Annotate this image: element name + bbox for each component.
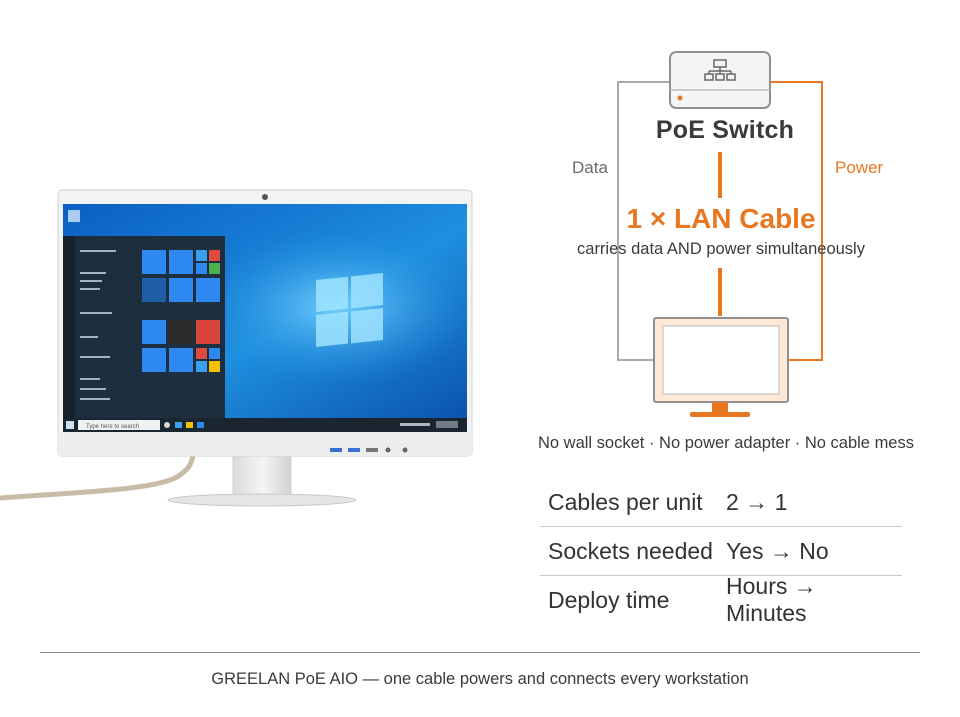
spec-row: Deploy time Hours → Minutes [540, 573, 902, 626]
webcam-icon [262, 194, 268, 200]
poe-switch-icon [669, 51, 771, 109]
switch-label: PoE Switch [655, 116, 795, 144]
recycle-bin-icon [68, 210, 80, 222]
monitor-icon [653, 317, 789, 417]
cable-caption: carries data AND power simultaneously [577, 240, 865, 258]
spec-label: Deploy time [548, 586, 670, 613]
lan-cable [0, 449, 197, 501]
spec-row: Sockets needed Yes → No [540, 527, 902, 576]
taskbar-search-input [78, 420, 160, 430]
start-tiles [142, 250, 220, 372]
usb-port-icon [348, 448, 360, 452]
taskbar-search-placeholder: Type here to search [86, 424, 139, 430]
spec-label: Sockets needed [548, 537, 713, 564]
usb-port-icon [330, 448, 342, 452]
monitor-chin [58, 432, 472, 456]
poe-diagram-graphic [617, 51, 823, 417]
footer-caption: GREELAN PoE AIO — one cable powers and c… [211, 670, 749, 688]
stand-base [167, 493, 357, 507]
taskbar [63, 418, 467, 432]
spec-label: Cables per unit [548, 488, 703, 515]
network-icon [704, 59, 736, 81]
card-slot-icon [366, 448, 378, 452]
tagline: No wall socket · No power adapter · No c… [538, 434, 914, 452]
data-label: Data [572, 158, 608, 177]
stand-neck [232, 451, 292, 499]
power-label: Power [835, 158, 884, 177]
spec-value: Yes → No [726, 537, 829, 564]
spec-value: 2 → 1 [726, 488, 788, 515]
spec-row: Cables per unit 2 → 1 [540, 478, 902, 527]
poe-diagram: PoE Switch Data Power 1 × LAN Cable carr… [560, 40, 890, 430]
spec-table: Cables per unit 2 → 1 Sockets needed Yes… [540, 478, 902, 626]
cable-label: 1 × LAN Cable [626, 203, 816, 234]
start-button [66, 421, 74, 429]
audio-jack-icon [385, 447, 391, 453]
data-line [617, 81, 670, 361]
power-line [770, 81, 823, 361]
aio-pc-illustration: Type here to search [0, 189, 473, 507]
footer-divider [40, 652, 920, 653]
windows-logo-icon [316, 272, 383, 347]
power-button-icon [402, 447, 408, 453]
spec-value: Hours → Minutes [726, 573, 817, 626]
